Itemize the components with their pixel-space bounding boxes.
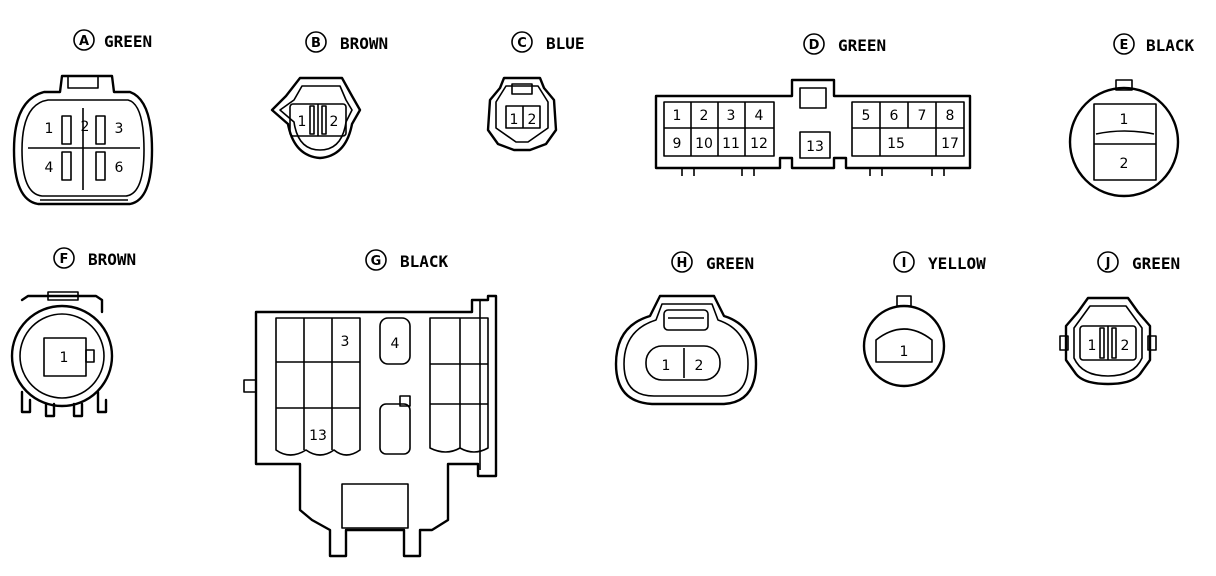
connector-d-pin-10: 10: [695, 136, 713, 152]
connector-i-pin-1: 1: [900, 344, 909, 360]
connector-d-pin-15: 15: [887, 136, 905, 152]
connector-d-body: [654, 78, 972, 176]
connector-f-pin-1: 1: [60, 350, 69, 366]
connector-i: I YELLOW 1: [862, 251, 986, 388]
connector-h-letter-badge: [671, 251, 693, 273]
connector-d-letter-badge: [803, 33, 825, 55]
connector-h-pin-2: 2: [695, 358, 704, 374]
connector-h-header: H GREEN: [671, 251, 754, 273]
connector-f-header: F BROWN: [53, 247, 136, 269]
connector-d-pin-13: 13: [806, 139, 824, 155]
connector-a-pin-3: 3: [115, 121, 124, 137]
connector-c-pin-1: 1: [510, 112, 519, 128]
connector-d-pin-3: 3: [727, 108, 736, 124]
connector-c-letter: C: [517, 36, 527, 51]
connector-h-color: GREEN: [706, 254, 754, 273]
connector-a-letter-badge: [73, 29, 95, 51]
connector-i-color: YELLOW: [928, 254, 986, 273]
connector-j-letter: J: [1105, 256, 1111, 271]
connector-g-pin-13: 13: [309, 428, 327, 444]
connector-g-letter-badge: [365, 249, 387, 271]
connector-d-color: GREEN: [838, 36, 886, 55]
connector-i-letter: I: [902, 256, 907, 271]
connector-d-pin-8: 8: [946, 108, 955, 124]
connector-f: F BROWN 1: [10, 247, 136, 418]
connector-a-letter: A: [79, 34, 89, 49]
connector-d: D GREEN: [654, 33, 972, 176]
connector-d-letter: D: [809, 38, 820, 53]
connector-b-letter: B: [311, 36, 321, 51]
connector-e-letter-badge: [1113, 33, 1135, 55]
connector-j-header: J GREEN: [1097, 251, 1180, 273]
connector-d-header: D GREEN: [803, 33, 886, 55]
connector-e-body: [1068, 79, 1180, 198]
connector-j-color: GREEN: [1132, 254, 1180, 273]
connector-g-pin-3: 3: [341, 334, 350, 350]
connector-d-pin-11: 11: [722, 136, 740, 152]
connector-i-body: [862, 295, 946, 388]
connector-d-pin-17: 17: [941, 136, 959, 152]
connector-a-pin-2: 2: [81, 119, 90, 135]
connector-b-pin-2: 2: [330, 114, 339, 130]
connector-d-pin-1: 1: [673, 108, 682, 124]
connector-d-pin-12: 12: [750, 136, 768, 152]
connector-b: B BROWN 1 2: [270, 31, 388, 160]
connector-b-body: [270, 76, 362, 160]
connector-a: A GREEN 1 2 3 4 6: [12, 29, 154, 206]
connector-j-pin-1: 1: [1088, 338, 1097, 354]
connector-c-header: C BLUE: [511, 31, 585, 53]
connector-g-pin-4: 4: [391, 336, 400, 352]
connector-d-pin-9: 9: [673, 136, 682, 152]
connector-c-body: [486, 76, 558, 152]
connector-e-pin-1: 1: [1120, 112, 1129, 128]
connector-a-pin-6: 6: [115, 160, 124, 176]
connector-j-letter-badge: [1097, 251, 1119, 273]
connector-i-header: I YELLOW: [893, 251, 986, 273]
connector-j: J GREEN 1 2: [1059, 251, 1180, 386]
connector-f-letter: F: [60, 252, 69, 267]
connector-e-color: BLACK: [1146, 36, 1195, 55]
connector-c-letter-badge: [511, 31, 533, 53]
connector-d-pin-4: 4: [755, 108, 764, 124]
connector-e-header: E BLACK: [1113, 33, 1195, 55]
connector-a-pin-4: 4: [45, 160, 54, 176]
connector-f-body: [10, 291, 114, 418]
connector-a-color: GREEN: [104, 32, 152, 51]
connector-d-pin-2: 2: [700, 108, 709, 124]
connector-b-letter-badge: [305, 31, 327, 53]
connector-i-letter-badge: [893, 251, 915, 273]
connector-d-pin-5: 5: [862, 108, 871, 124]
connector-g-letter: G: [371, 254, 382, 269]
connector-b-color: BROWN: [340, 34, 388, 53]
connector-f-letter-badge: [53, 247, 75, 269]
connector-d-pin-6: 6: [890, 108, 899, 124]
connector-a-body: [12, 74, 154, 206]
connector-j-body: [1059, 296, 1157, 386]
connector-f-color: BROWN: [88, 250, 136, 269]
connector-a-header: A GREEN: [73, 29, 152, 51]
connector-g-color: BLACK: [400, 252, 449, 271]
connector-h-body: [614, 294, 758, 406]
connector-e-pin-2: 2: [1120, 156, 1129, 172]
connector-d-pin-7: 7: [918, 108, 927, 124]
connector-j-pin-2: 2: [1121, 338, 1130, 354]
connector-b-header: B BROWN: [305, 31, 388, 53]
connector-g: G BLACK 3 4 13: [243, 249, 498, 558]
connector-g-body: [243, 294, 498, 558]
connector-h-letter: H: [677, 256, 688, 271]
connector-e: E BLACK 1 2: [1068, 33, 1195, 198]
connector-c-pin-2: 2: [528, 112, 537, 128]
connector-c: C BLUE 1 2: [486, 31, 585, 152]
connector-c-color: BLUE: [546, 34, 585, 53]
connector-e-letter: E: [1120, 38, 1129, 53]
connector-h: H GREEN 1 2: [614, 251, 758, 406]
connector-h-pin-1: 1: [662, 358, 671, 374]
connector-g-header: G BLACK: [365, 249, 449, 271]
connector-b-pin-1: 1: [298, 114, 307, 130]
connector-a-pin-1: 1: [45, 121, 54, 137]
